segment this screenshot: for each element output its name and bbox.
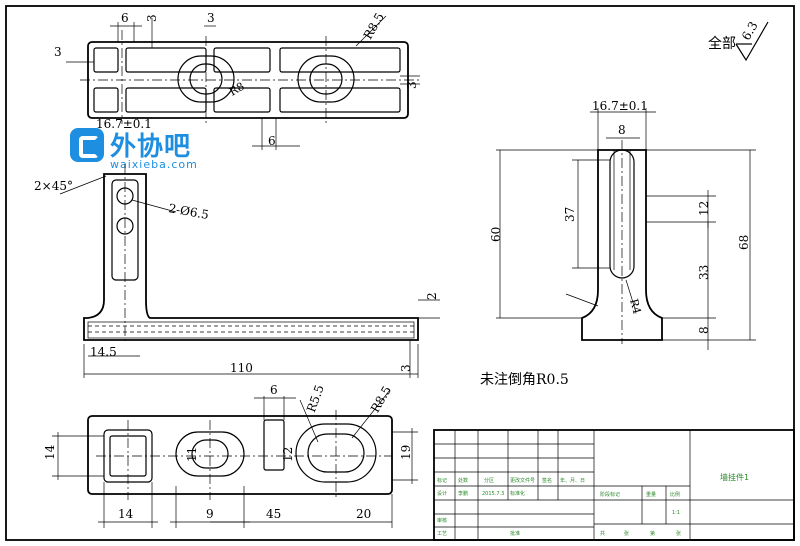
bottom-dim-r55: R5.5 <box>304 383 327 414</box>
bottom-dim-r85: R8.5 <box>368 384 394 415</box>
dimension-text: 李鹏 <box>458 490 468 497</box>
dimension-text: 2015.7.3 <box>482 491 504 497</box>
chamfer-note: 未注倒角R0.5 <box>480 372 569 388</box>
dimension-text: 张 <box>676 530 681 537</box>
front-dim-holes: 2-Ø6.5 <box>167 201 209 222</box>
top-dim-6: 6 <box>121 11 129 25</box>
side-dim-8-bottom: 8 <box>697 326 711 334</box>
dimension-text: 标准化 <box>510 490 525 497</box>
dimension-text: 重量 <box>646 491 656 498</box>
bottom-dim-45: 45 <box>266 507 281 521</box>
dimension-text: 分区 <box>484 477 494 484</box>
front-dim-14-5: 14.5 <box>90 345 117 359</box>
dimension-text: 比例 <box>670 491 680 498</box>
dimension-text: 年、月、日 <box>560 477 585 484</box>
front-dim-110: 110 <box>230 361 253 375</box>
front-dim-16-7: 16.7±0.1 <box>96 117 152 131</box>
dimension-text: 更改文件号 <box>510 477 535 484</box>
top-dim-3-left: 3 <box>54 45 62 59</box>
dimension-text: 1:1 <box>672 510 680 516</box>
part-name: 墙挂件1 <box>720 472 749 482</box>
bottom-dim-12: 12 <box>281 447 295 462</box>
top-dim-6-bottom: 6 <box>268 134 276 148</box>
watermark-site: waixieba.com <box>110 158 198 171</box>
top-dim-3b: 3 <box>207 11 215 25</box>
front-dim-chamfer: 2×45° <box>34 179 73 193</box>
watermark-brand: 外协吧 <box>110 132 192 162</box>
front-dim-3: 3 <box>399 364 413 372</box>
dimension-text: 标记 <box>437 477 447 484</box>
drawing-border <box>5 5 795 541</box>
dimension-text: 张 <box>624 530 629 537</box>
surface-finish-value: 6.3 <box>739 19 761 43</box>
dimension-text: 审核 <box>437 517 447 524</box>
dimension-text: 批准 <box>510 530 520 537</box>
bottom-dim-11: 11 <box>185 447 199 462</box>
top-dim-3-right: 3 <box>405 81 419 89</box>
side-dim-68: 68 <box>737 235 751 250</box>
dimension-text: 第 <box>650 530 655 537</box>
dimension-text: 工艺 <box>437 531 447 537</box>
top-dim-r85: R8.5 <box>361 10 387 41</box>
title-block: 标记 处数 分区 更改文件号 签名 年、月、日 设计 李鹏 2015.7.3 标… <box>433 429 795 541</box>
side-dim-33: 33 <box>697 265 711 280</box>
front-dim-2: 2 <box>425 292 439 300</box>
bottom-dim-14-b: 14 <box>118 507 134 521</box>
bottom-dim-9: 9 <box>206 507 214 521</box>
dimension-text: 签名 <box>542 477 552 484</box>
side-dim-16-7: 16.7±0.1 <box>592 99 648 113</box>
side-dim-60: 60 <box>489 227 503 242</box>
bottom-dim-20: 20 <box>356 507 371 521</box>
surface-finish-label: 全部 <box>708 35 736 52</box>
watermark-logo: 外协吧 waixieba.com <box>70 128 210 172</box>
side-dim-12: 12 <box>697 201 711 216</box>
logo-icon <box>70 128 104 162</box>
bottom-view: 6 R5.5 R8.5 14 11 12 19 14 9 45 20 <box>43 383 418 528</box>
top-dim-r8: R8 <box>227 80 247 99</box>
side-dim-37: 37 <box>563 207 577 222</box>
bottom-dim-6: 6 <box>270 383 278 397</box>
dimension-text: 阶段标记 <box>600 491 620 498</box>
dimension-text: 设计 <box>437 490 447 497</box>
dimension-text: 共 <box>600 530 605 537</box>
side-dim-8-top: 8 <box>618 123 626 137</box>
surface-finish: 全部 6.3 <box>708 19 769 62</box>
dimension-text: 处数 <box>458 477 468 484</box>
top-dim-3a: 3 <box>145 14 159 22</box>
bottom-dim-19: 19 <box>399 445 413 460</box>
bottom-dim-14: 14 <box>43 444 57 460</box>
side-dim-r4: R4 <box>627 297 644 315</box>
front-view: 110 14.5 16.7±0.1 2×45° 2-Ø6.5 2 3 <box>34 117 440 378</box>
side-view: 16.7±0.1 8 60 37 12 68 33 8 R4 <box>489 99 756 350</box>
